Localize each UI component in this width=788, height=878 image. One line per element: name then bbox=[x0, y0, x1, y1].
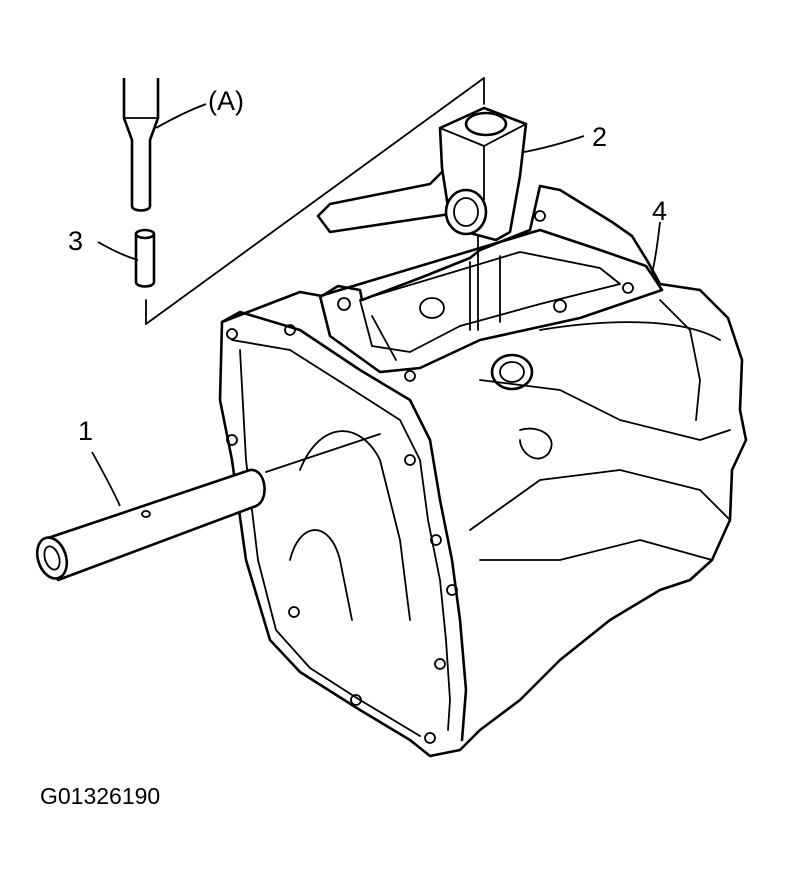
callout-part-3: 3 bbox=[68, 226, 83, 256]
roll-pin bbox=[134, 228, 156, 288]
callout-part-4: 4 bbox=[652, 196, 667, 226]
shift-shaft bbox=[35, 433, 381, 582]
callout-part-2: 2 bbox=[592, 122, 607, 152]
pin-punch-tool bbox=[122, 78, 160, 212]
figure-id: G01326190 bbox=[40, 783, 160, 809]
leader-lines bbox=[91, 103, 661, 507]
callout-part-1: 1 bbox=[78, 416, 93, 446]
callout-tool-a: (A) bbox=[208, 86, 244, 116]
transmission-case bbox=[218, 184, 748, 758]
shift-lever bbox=[316, 106, 528, 242]
